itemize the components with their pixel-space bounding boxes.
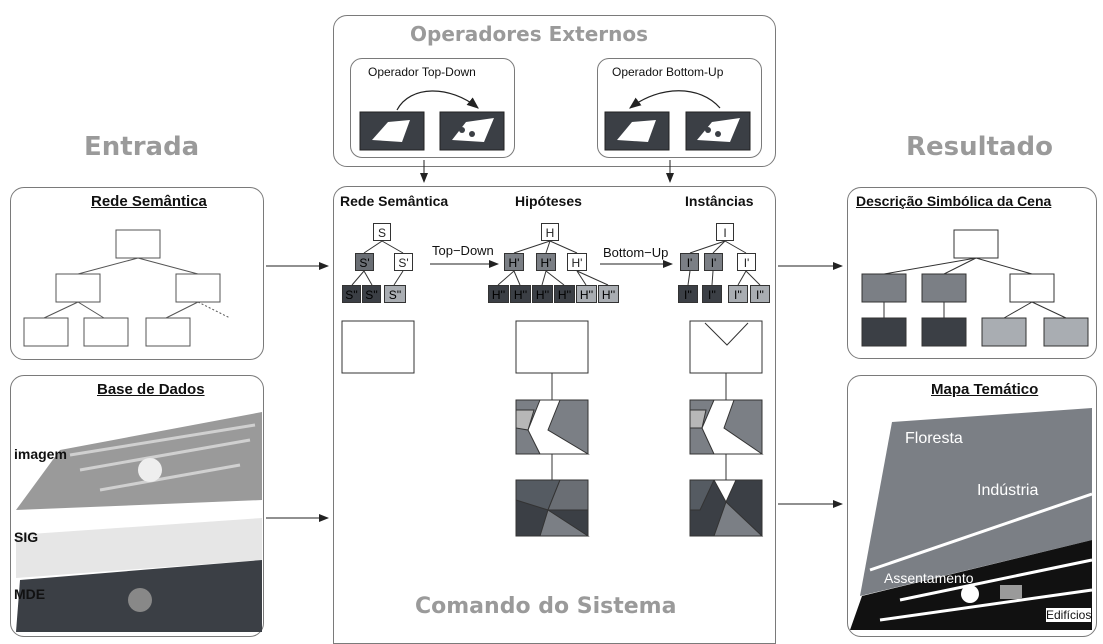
center-rede-semantica-title: Rede Semântica xyxy=(340,193,449,209)
rede-semantica-input-title: Rede Semântica xyxy=(91,193,207,210)
h-level1-node: H' xyxy=(567,253,587,271)
top-down-operator-icons xyxy=(359,90,505,151)
i-root-node: I xyxy=(716,223,734,241)
s-root-node: S xyxy=(373,223,391,241)
mapa-tematico-title: Mapa Temático xyxy=(931,381,1039,398)
i-level2-node: I'' xyxy=(678,285,698,303)
h-level2-node: H'' xyxy=(598,285,619,303)
operadores-externos-title: Operadores Externos xyxy=(410,22,649,46)
input-semantic-network-tree xyxy=(23,229,231,347)
operador-top-down-label: Operador Top-Down xyxy=(368,65,476,79)
map-industria-label: Indústria xyxy=(977,482,1039,499)
resultado-title: Resultado xyxy=(906,132,1053,162)
s-level1-node: S' xyxy=(355,253,374,271)
entrada-title: Entrada xyxy=(84,132,200,162)
descricao-simbolica-title: Descrição Simbólica da Cena xyxy=(856,193,1052,209)
s-level2-node: S'' xyxy=(384,285,406,303)
layer-sig-label: SIG xyxy=(14,529,39,545)
i-level1-node: I' xyxy=(680,253,699,271)
h-level1-node: H' xyxy=(504,253,524,271)
h-level2-node: H'' xyxy=(488,285,509,303)
database-layers xyxy=(16,412,262,632)
h-level2-node: H'' xyxy=(532,285,553,303)
operador-bottom-up-label: Operador Bottom-Up xyxy=(612,65,724,79)
base-de-dados-title: Base de Dados xyxy=(97,381,205,398)
h-level1-node: H' xyxy=(536,253,556,271)
bottom-up-label: Bottom−Up xyxy=(603,245,669,260)
layer-mde-label: MDE xyxy=(14,586,46,602)
i-level2-node: I'' xyxy=(728,285,748,303)
bottom-up-operator-icons xyxy=(604,90,751,151)
comando-do-sistema-title: Comando do Sistema xyxy=(415,594,677,619)
map-floresta-label: Floresta xyxy=(905,430,963,447)
s-level2-node: S'' xyxy=(342,285,361,303)
h-root-node: H xyxy=(541,223,559,241)
layer-imagem-label: imagem xyxy=(14,446,67,462)
i-level1-node: I' xyxy=(704,253,723,271)
s-level1-node: S' xyxy=(394,253,413,271)
symbolic-description-tree xyxy=(861,229,1089,347)
i-level1-node: I' xyxy=(737,253,756,271)
map-assentamento-label: Assentamento xyxy=(884,570,974,586)
i-level2-node: I'' xyxy=(750,285,770,303)
hipoteses-title: Hipóteses xyxy=(515,193,582,209)
map-edificios-label: Edifícios xyxy=(1046,608,1092,622)
h-level2-node: H'' xyxy=(576,285,597,303)
h-level2-node: H'' xyxy=(554,285,575,303)
instancias-title: Instâncias xyxy=(685,193,754,209)
center-image-boxes xyxy=(341,320,764,537)
top-down-label: Top−Down xyxy=(432,243,494,258)
thematic-map xyxy=(850,408,1093,630)
i-level2-node: I'' xyxy=(702,285,722,303)
s-level2-node: S'' xyxy=(362,285,381,303)
h-level2-node: H'' xyxy=(510,285,531,303)
